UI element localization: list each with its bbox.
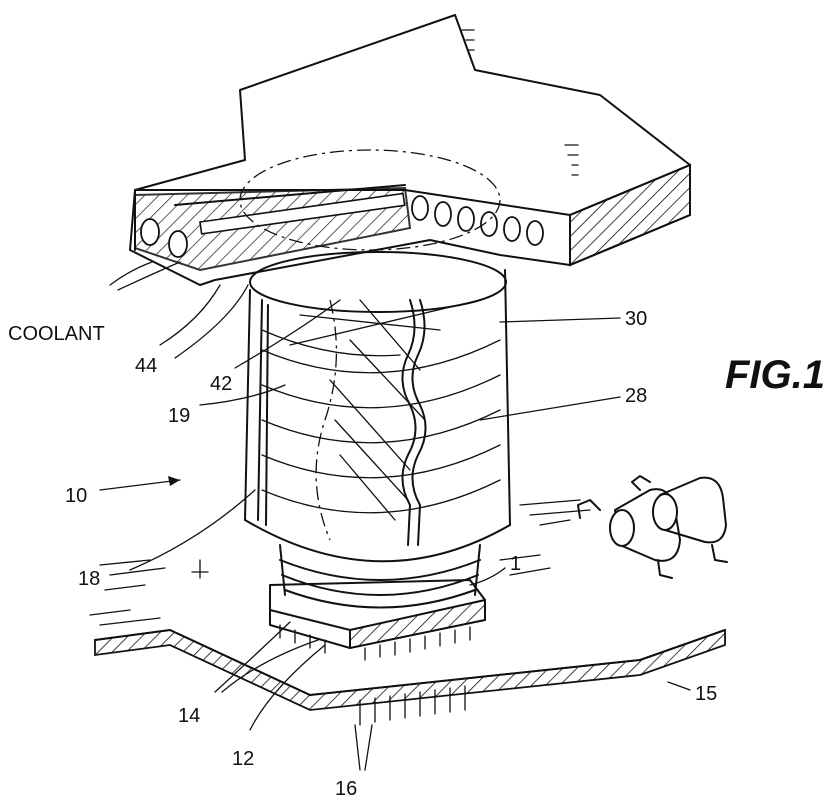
capacitors [577,475,728,579]
bellows-cylinder [244,251,511,563]
label-42: 42 [210,373,232,395]
label-14: 14 [178,705,200,727]
label-28: 28 [625,385,647,407]
seal-rings [279,544,481,609]
circuit-board [89,499,726,726]
label-12: 12 [232,748,254,770]
label-1: 1 [510,553,521,575]
label-44: 44 [135,355,157,377]
label-19: 19 [168,405,190,427]
label-18: 18 [78,568,100,590]
coolant-channels [140,195,544,258]
figure-title: FIG.1 [725,353,825,397]
cold-plate [129,14,691,286]
leader-lines [99,261,691,771]
chip-package [269,579,486,661]
label-coolant: COOLANT [8,323,105,345]
label-30: 30 [625,308,647,330]
label-16: 16 [335,778,357,800]
label-15: 15 [695,683,717,705]
label-10: 10 [65,485,87,507]
